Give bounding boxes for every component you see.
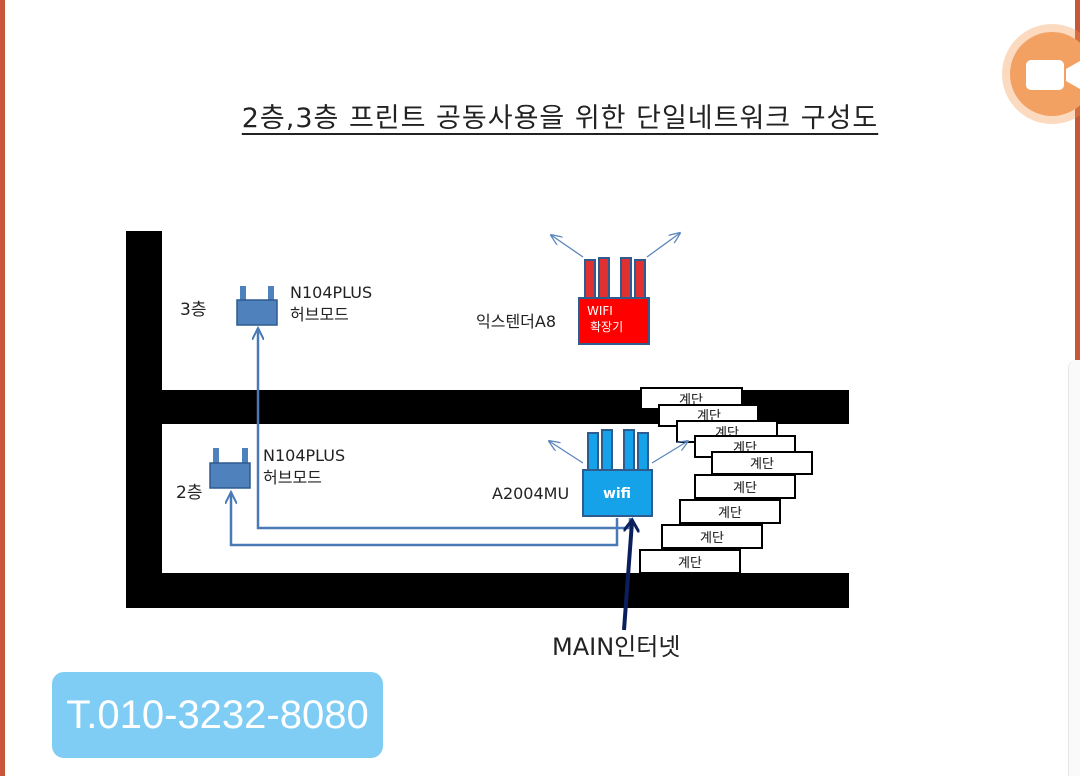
wifi-extender-icon: WIFI 확장기	[551, 233, 680, 345]
floor-3-label: 3층	[180, 300, 206, 320]
phone-number-badge: T.010-3232-8080	[52, 672, 383, 758]
video-camera-icon	[1026, 60, 1080, 90]
main-internet-label: MAIN인터넷	[552, 633, 680, 661]
wifi-router-icon: wifi	[549, 429, 688, 517]
connection-lines	[231, 328, 632, 631]
extender-screen-line1: WIFI	[587, 304, 613, 318]
stair-step-label: 계단	[700, 531, 724, 546]
stair-step-label: 계단	[718, 506, 742, 521]
left-wall	[126, 231, 162, 608]
hub-3f-icon	[236, 286, 278, 326]
stair-step: 계단	[639, 549, 741, 574]
stair-step-label: 계단	[733, 481, 757, 496]
link-router-to-hub2	[231, 492, 619, 547]
window-edge-left	[0, 0, 5, 776]
stair-step-label: 계단	[750, 457, 774, 472]
stair-step: 계단	[661, 524, 763, 549]
hub-3f-mode: 허브모드	[290, 305, 349, 324]
extender-label: 익스텐더A8	[476, 312, 556, 331]
stair-step: 계단	[694, 474, 796, 499]
extender-screen-line2: 확장기	[590, 320, 623, 334]
diagram-title: 2층,3층 프린트 공동사용을 위한 단일네트워크 구성도	[241, 103, 879, 134]
stair-step: 계단	[711, 451, 813, 475]
stair-step-label: 계단	[678, 556, 702, 571]
router-label: A2004MU	[492, 484, 569, 503]
video-camera-button[interactable]	[1002, 24, 1080, 124]
router-screen-label: wifi	[603, 486, 631, 502]
hub-2f-icon	[209, 448, 251, 489]
scrollbar[interactable]	[1068, 360, 1080, 776]
staircase: 계단 계단 계단 계단 계단 계단 계단 계단 계단	[639, 387, 813, 574]
hub-2f-mode: 허브모드	[263, 468, 322, 487]
hub-3f-model: N104PLUS	[290, 283, 372, 302]
hub-2f-model: N104PLUS	[263, 446, 345, 465]
floor-2-label: 2층	[176, 483, 202, 503]
main-internet-line	[622, 522, 632, 631]
floor-slab-bottom	[126, 573, 849, 608]
stair-step: 계단	[679, 499, 781, 524]
link-router-to-hub3	[258, 328, 632, 530]
